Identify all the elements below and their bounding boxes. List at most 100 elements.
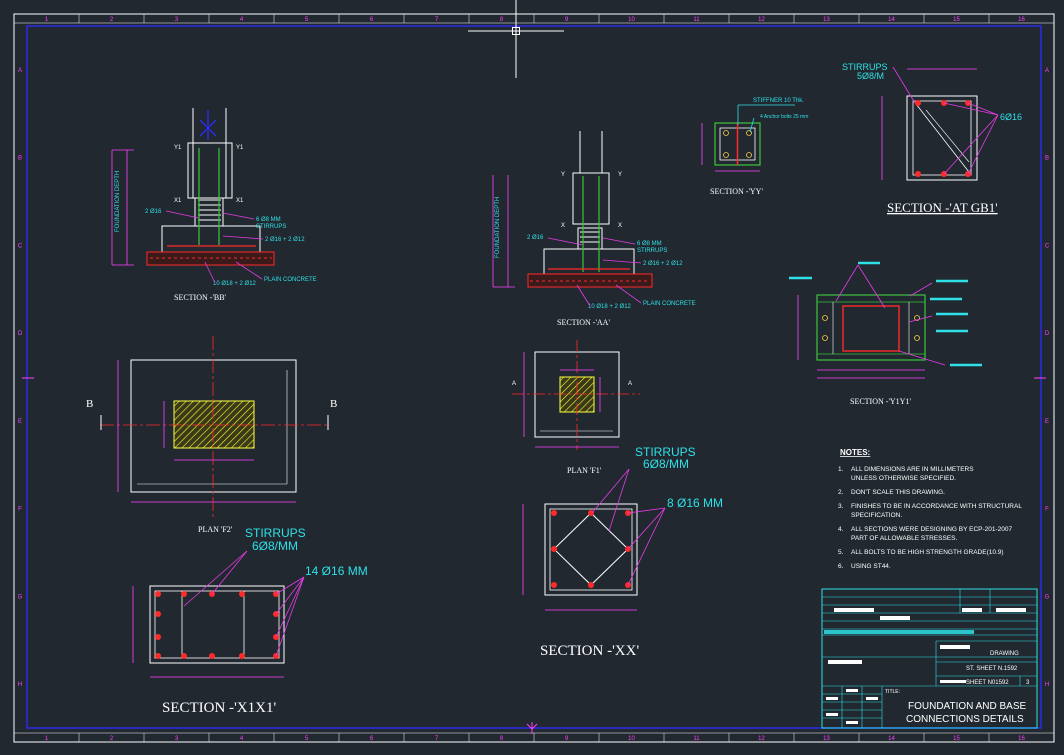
- column-number-bottom: 6: [370, 736, 374, 742]
- section-gb1-title: SECTION -'AT GB1': [887, 200, 998, 215]
- column-number-top: 15: [953, 17, 960, 23]
- aa-depth-label: FOUNDATION DEPTH: [495, 197, 501, 258]
- section-yy-title: SECTION -'YY': [710, 187, 763, 196]
- column-number-top: 4: [240, 17, 244, 23]
- gb1-stirrups-label: STIRRUPS: [842, 62, 888, 72]
- bb-callout-10-18: 10 Ø18 + 2 Ø12: [213, 281, 257, 287]
- column-number-bottom: 1: [45, 736, 49, 742]
- row-letter-left: E: [18, 419, 22, 425]
- note-text: DON'T SCALE THIS DRAWING.: [851, 489, 945, 496]
- section-gb1-detail[interactable]: STIRRUPS 5Ø8/M 6Ø16 SECTION -'AT GB1': [842, 62, 1022, 215]
- column-number-top: 1: [45, 17, 49, 23]
- plan-f1-title: PLAN 'F1': [567, 466, 602, 475]
- plan-f1-detail[interactable]: A A PLAN 'F1': [512, 340, 640, 475]
- aa-callout-2-16: 2 Ø16: [527, 235, 544, 241]
- xx-stirrups-value: 6Ø8/MM: [643, 457, 689, 471]
- gb1-bars-label: 6Ø16: [1000, 112, 1022, 122]
- note-number: 3.: [838, 503, 844, 510]
- aa-marker-y-left: Y: [561, 172, 565, 178]
- bb-callout-stirrups-size: 6 Ø8 MM: [256, 217, 281, 223]
- section-y1y1-title: SECTION -'Y1Y1': [850, 397, 911, 406]
- cursor-crosshair[interactable]: [468, 0, 564, 78]
- row-letter-left: H: [18, 682, 22, 688]
- x1x1-stirrups-value: 6Ø8/MM: [252, 539, 298, 553]
- row-letter-right: D: [1045, 331, 1050, 337]
- title-block-sheet-count: 3: [1026, 680, 1030, 686]
- section-aa-title: SECTION -'AA': [557, 318, 610, 327]
- section-aa-detail[interactable]: FOUNDATION DEPTH Y Y X X 2 Ø16 6 Ø8 MM S…: [492, 131, 696, 327]
- bb-callout-plain-concrete: PLAIN CONCRETE: [264, 277, 317, 283]
- row-letter-left: A: [18, 68, 22, 74]
- note-number: 2.: [838, 489, 844, 496]
- title-block-title-label: TITLE:: [885, 689, 900, 695]
- plan-f1-cut-left: A: [512, 381, 516, 387]
- plan-f2-detail[interactable]: B B PLAN 'F2': [86, 336, 337, 534]
- xx-stirrups-label: STIRRUPS: [635, 445, 696, 459]
- column-number-bottom: 13: [823, 736, 830, 742]
- column-number-bottom: 12: [758, 736, 765, 742]
- aa-marker-x-left: X: [561, 223, 565, 229]
- bb-marker-y1-left: Y1: [174, 145, 182, 151]
- column-number-bottom: 5: [305, 736, 309, 742]
- column-number-top: 13: [823, 17, 830, 23]
- section-xx-title: SECTION -'XX': [540, 643, 639, 659]
- column-number-top: 8: [500, 17, 504, 23]
- note-text: ALL SECTIONS WERE DESIGNING BY ECP-201-2…: [851, 526, 1012, 533]
- section-y1y1-detail[interactable]: SECTION -'Y1Y1': [789, 261, 982, 406]
- column-number-bottom: 4: [240, 736, 244, 742]
- section-bb-detail[interactable]: FOUNDATION DEPTH Y1 Y1 X1 X1 2 Ø16 6 Ø8 …: [111, 108, 317, 302]
- section-yy-detail[interactable]: STIFFNER 10 Thk. 4 Anchor bolts 25 mm SE…: [701, 98, 808, 196]
- row-letter-right: A: [1045, 68, 1049, 74]
- aa-marker-y-right: Y: [618, 172, 622, 178]
- column-number-top: 6: [370, 17, 374, 23]
- column-number-bottom: 16: [1018, 736, 1025, 742]
- row-letter-right: G: [1045, 594, 1050, 600]
- title-block-sheet-ref: ST. SHEET N.1592: [966, 666, 1018, 672]
- note-text: ALL DIMENSIONS ARE IN MILLIMETERS: [851, 466, 974, 473]
- note-text: SPECIFICATION.: [851, 512, 902, 519]
- note-number: 4.: [838, 526, 844, 533]
- column-number-bottom: 15: [953, 736, 960, 742]
- note-text: ALL BOLTS TO BE HIGH STRENGTH GRADE(10.9…: [851, 549, 1004, 556]
- row-letter-right: C: [1045, 243, 1050, 249]
- section-bb-title: SECTION -'BB': [174, 293, 227, 302]
- notes-list: 1.ALL DIMENSIONS ARE IN MILLIMETERSUNLES…: [838, 466, 1022, 570]
- gb1-stirrups-value: 5Ø8/M: [857, 71, 884, 81]
- title-block[interactable]: DRAWING ST. SHEET N.1592 SHEET N01592 3 …: [821, 588, 1038, 729]
- note-text: FINISHES TO BE IN ACCORDANCE WITH STRUCT…: [851, 503, 1022, 510]
- column-number-top: 3: [175, 17, 179, 23]
- bb-callout-2-16-2-12: 2 Ø16 + 2 Ø12: [265, 237, 305, 243]
- column-number-bottom: 11: [693, 736, 700, 742]
- row-letter-right: F: [1045, 507, 1049, 513]
- column-number-bottom: 2: [110, 736, 114, 742]
- notes-heading: NOTES:: [840, 448, 870, 457]
- section-x1x1-title: SECTION -'X1X1': [162, 700, 276, 716]
- section-x1x1-detail[interactable]: STIRRUPS 6Ø8/MM 14 Ø16 MM SECTION -'X1X1…: [132, 526, 368, 716]
- drawing-border: [26, 25, 1042, 729]
- title-block-title-line1: FOUNDATION AND BASE: [908, 701, 1026, 712]
- row-letter-right: B: [1045, 156, 1049, 162]
- aa-callout-stirrups: STIRRUPS: [637, 248, 667, 254]
- row-letter-left: C: [18, 243, 23, 249]
- section-xx-detail[interactable]: STIRRUPS 6Ø8/MM 8 Ø16 MM SECTION -'XX': [522, 445, 723, 659]
- bb-marker-y1-right: Y1: [236, 145, 244, 151]
- title-block-title-line2: CONNECTIONS DETAILS: [906, 714, 1024, 725]
- column-number-top: 2: [110, 17, 114, 23]
- column-number-top: 5: [305, 17, 309, 23]
- bb-callout-2-16: 2 Ø16: [145, 209, 162, 215]
- row-letter-left: B: [18, 156, 22, 162]
- aa-callout-10-18: 10 Ø18 + 2 Ø12: [588, 304, 632, 310]
- plan-f1-cut-right: A: [628, 381, 632, 387]
- row-letter-left: G: [18, 594, 23, 600]
- aa-callout-stirrups-size: 6 Ø8 MM: [637, 241, 662, 247]
- note-text: UNLESS OTHERWISE SPECIFIED.: [851, 475, 956, 482]
- plan-f2-cut-left: B: [86, 398, 93, 410]
- row-letter-left: F: [18, 507, 22, 513]
- title-block-text-bars: [826, 608, 1026, 724]
- note-number: 5.: [838, 549, 844, 556]
